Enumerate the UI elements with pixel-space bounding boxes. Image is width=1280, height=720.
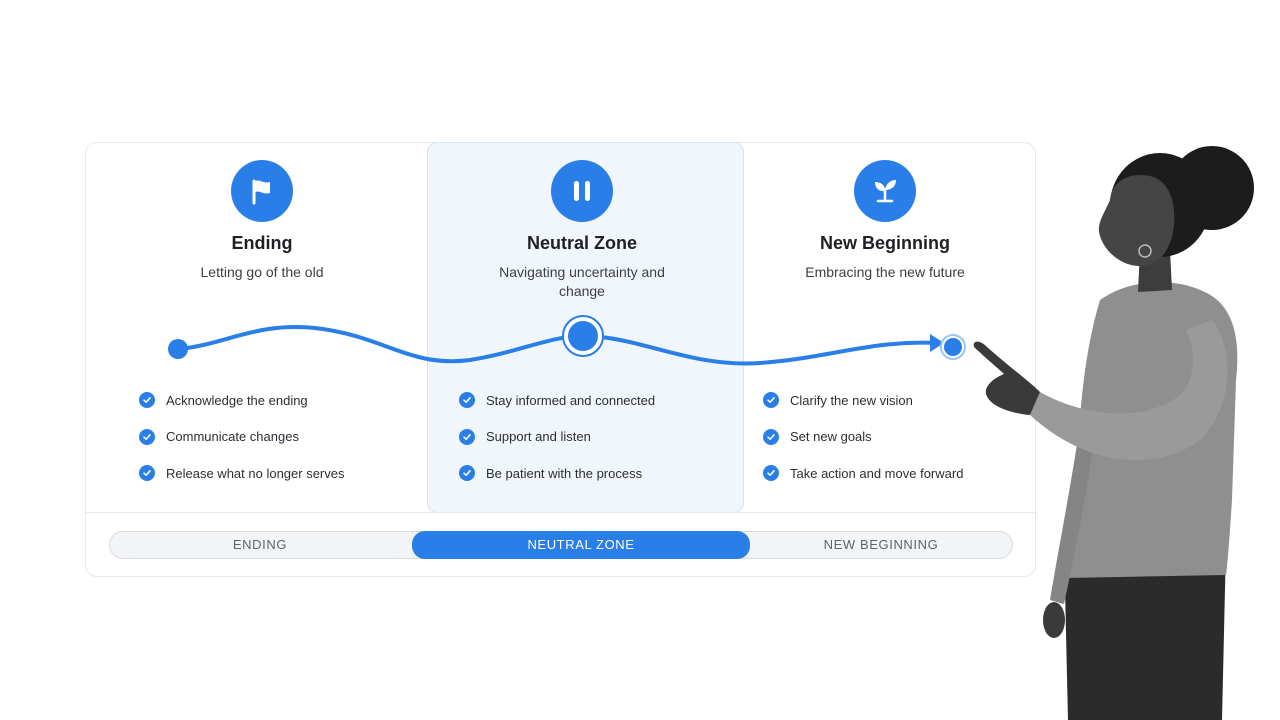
presenter-figure bbox=[973, 146, 1254, 720]
tab-ending[interactable]: ENDING bbox=[232, 537, 288, 552]
stage-ending: Ending Letting go of the old bbox=[112, 160, 412, 282]
stage-title: Neutral Zone bbox=[526, 233, 637, 253]
list-item: Release what no longer serves bbox=[139, 463, 345, 483]
check-icon bbox=[459, 392, 475, 408]
check-icon bbox=[763, 392, 779, 408]
check-icon bbox=[763, 428, 779, 445]
stage-new-beginning: New Beginning Embracing the new future bbox=[735, 160, 1035, 282]
checklist-text: Set new goals bbox=[790, 429, 872, 444]
flag-icon bbox=[231, 160, 293, 222]
presenter-pointing-arm bbox=[1030, 320, 1228, 461]
presenter-earring bbox=[1138, 244, 1152, 258]
stage-subtitle: Letting go of the old bbox=[200, 264, 324, 280]
checklist-text: Support and listen bbox=[486, 429, 591, 444]
pause-icon bbox=[551, 160, 613, 222]
presenter-pointing-hand bbox=[973, 341, 1040, 415]
stage-subtitle: Embracing the new future bbox=[805, 264, 965, 280]
check-icon bbox=[139, 428, 155, 445]
checklist-text: Stay informed and connected bbox=[486, 392, 656, 408]
check-icon bbox=[763, 465, 779, 481]
checklist-text: Release what no longer serves bbox=[166, 465, 345, 481]
stage-neutral-zone-checklist: Stay informed and connected Support and … bbox=[459, 390, 655, 500]
stage-tab-bar: ENDING NEUTRAL ZONE NEW BEGINNING bbox=[109, 531, 1013, 559]
list-item: Be patient with the process bbox=[459, 463, 655, 483]
check-icon bbox=[139, 465, 155, 481]
list-item: Stay informed and connected bbox=[459, 390, 655, 410]
stage-ending-checklist: Acknowledge the ending Communicate chang… bbox=[139, 390, 345, 500]
check-icon bbox=[459, 428, 475, 445]
checklist-text: Clarify the new vision bbox=[790, 392, 913, 408]
tab-neutral-zone[interactable]: NEUTRAL ZONE bbox=[412, 531, 750, 559]
list-item: Set new goals bbox=[763, 427, 963, 447]
presenter-left-arm bbox=[1050, 410, 1096, 604]
check-icon bbox=[459, 465, 475, 481]
sprout-icon bbox=[854, 160, 916, 222]
presenter-left-hand bbox=[1043, 602, 1065, 638]
stage-title: Ending bbox=[231, 233, 293, 253]
card-divider bbox=[86, 512, 1035, 513]
tab-new-beginning[interactable]: NEW BEGINNING bbox=[823, 537, 939, 552]
list-item: Support and listen bbox=[459, 427, 655, 447]
check-icon bbox=[139, 392, 155, 408]
stage-subtitle: Navigating uncertainty and change bbox=[499, 264, 665, 299]
list-item: Take action and move forward bbox=[763, 463, 963, 483]
stage-title: New Beginning bbox=[820, 233, 950, 253]
checklist-text: Take action and move forward bbox=[790, 465, 964, 481]
list-item: Communicate changes bbox=[139, 427, 345, 447]
stage-neutral-zone: Neutral Zone Navigating uncertainty and … bbox=[432, 160, 732, 301]
stage-new-beginning-checklist: Clarify the new vision Set new goals Tak… bbox=[763, 390, 963, 500]
list-item: Acknowledge the ending bbox=[139, 390, 345, 410]
checklist-text: Be patient with the process bbox=[486, 465, 643, 481]
list-item: Clarify the new vision bbox=[763, 390, 963, 410]
presenter-face bbox=[1098, 175, 1175, 266]
presenter-trousers bbox=[1064, 545, 1226, 720]
checklist-text: Acknowledge the ending bbox=[166, 392, 308, 408]
checklist-text: Communicate changes bbox=[166, 429, 299, 444]
